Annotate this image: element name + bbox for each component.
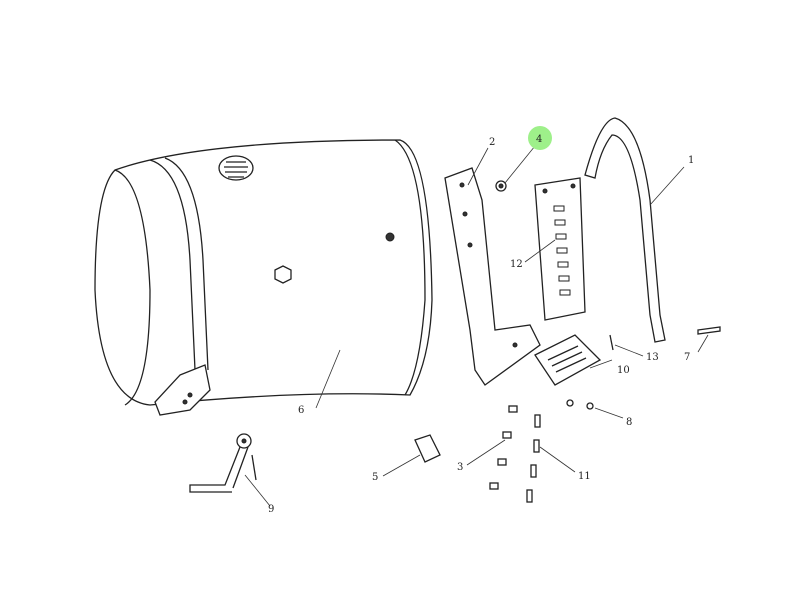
- callout-1[interactable]: 1: [688, 155, 694, 166]
- bracket[interactable]: [444, 167, 541, 386]
- callout-11[interactable]: 11: [578, 471, 591, 482]
- callout-12[interactable]: 12: [510, 259, 523, 270]
- callout-4[interactable]: 4: [536, 134, 542, 145]
- bolts-11[interactable]: [526, 414, 541, 503]
- nuts-3[interactable]: [489, 405, 518, 490]
- highlight-marker: [528, 126, 552, 150]
- pad-5[interactable]: [414, 434, 441, 463]
- callout-10[interactable]: 10: [617, 365, 630, 376]
- part-4-nut[interactable]: [495, 180, 507, 192]
- callout-8[interactable]: 8: [626, 417, 632, 428]
- fuel-sender-9[interactable]: [189, 433, 257, 493]
- callout-3[interactable]: 3: [457, 462, 463, 473]
- callout-labels: 1 2 3 4 5 6 7 8 9 10 11 12 13: [268, 134, 694, 515]
- callout-6[interactable]: 6: [298, 405, 304, 416]
- fuel-tank[interactable]: [94, 139, 433, 416]
- callout-2[interactable]: 2: [489, 137, 495, 148]
- rubber-pad-plate[interactable]: [534, 177, 586, 321]
- pin-7[interactable]: [697, 326, 721, 335]
- pin-13[interactable]: [609, 334, 614, 351]
- tank-strap[interactable]: [584, 117, 666, 343]
- callout-7[interactable]: 7: [684, 352, 690, 363]
- callout-9[interactable]: 9: [268, 504, 274, 515]
- callout-5[interactable]: 5: [372, 472, 378, 483]
- leader-lines: [244, 145, 709, 507]
- callout-13[interactable]: 13: [646, 352, 659, 363]
- pad-10[interactable]: [534, 334, 602, 386]
- bolts-8[interactable]: [566, 399, 594, 410]
